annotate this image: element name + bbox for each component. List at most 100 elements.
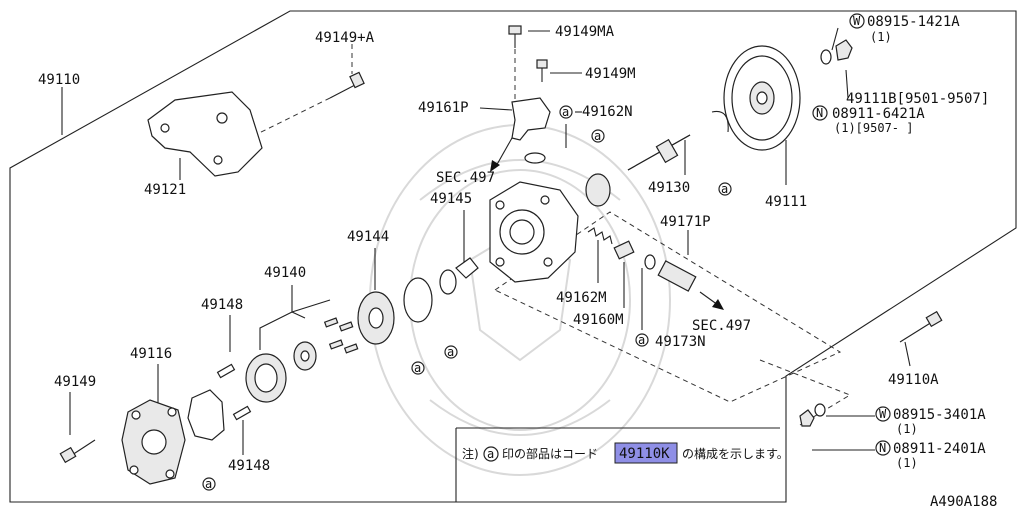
label-49149m: 49149M xyxy=(585,66,636,82)
arrow-head xyxy=(490,160,500,172)
leader-lines xyxy=(61,27,911,455)
label-49140: 49140 xyxy=(264,265,306,281)
spring-seal[interactable] xyxy=(455,257,479,279)
bolt-49110a[interactable] xyxy=(899,310,943,343)
w-symbol xyxy=(849,13,865,29)
bolt-49149[interactable] xyxy=(59,439,96,464)
label-49144: 49144 xyxy=(347,229,389,245)
label-49149: 49149 xyxy=(54,374,96,390)
label-49149ma: 49149MA xyxy=(555,24,615,40)
nut[interactable] xyxy=(799,409,815,427)
a-marker-letter: a xyxy=(594,129,601,143)
figure-id: A490A188 xyxy=(930,494,997,510)
label-08911-6421a-qty: (1)[9507- ] xyxy=(834,121,913,135)
assembly-boundary xyxy=(9,10,1017,503)
label-49130: 49130 xyxy=(648,180,690,196)
union-connector[interactable] xyxy=(657,260,697,292)
label-49149a: 49149+A xyxy=(315,30,375,46)
dowel-pin[interactable] xyxy=(232,405,252,421)
large-o-ring[interactable] xyxy=(403,277,433,323)
a-marker-letter: a xyxy=(638,333,645,347)
a-marker-letter: a xyxy=(205,477,212,491)
union-fitting[interactable] xyxy=(511,97,551,141)
label-sec497-right[interactable]: SEC.497 xyxy=(692,318,751,334)
o-ring[interactable] xyxy=(524,152,546,164)
label-49110: 49110 xyxy=(38,72,80,88)
label-49148-upper: 49148 xyxy=(201,297,243,313)
label-49161p: 49161P xyxy=(418,100,469,116)
label-08911-6421a: 08911-6421A xyxy=(832,106,925,122)
a-marker-letter: a xyxy=(414,361,421,375)
label-49116: 49116 xyxy=(130,346,172,362)
label-49160m: 49160M xyxy=(573,312,624,328)
label-08911-2401a: 08911-2401A xyxy=(893,441,986,457)
a-marker xyxy=(202,477,216,491)
nut[interactable] xyxy=(835,39,853,61)
rotor[interactable] xyxy=(293,341,317,371)
label-08915-3401a-qty: (1) xyxy=(896,422,918,436)
a-marker-letter: a xyxy=(562,105,569,119)
bolt-49149m[interactable] xyxy=(536,59,548,82)
a-marker-letter: a xyxy=(721,182,728,196)
note-box xyxy=(455,427,780,502)
label-08911-2401a-qty: (1) xyxy=(896,456,918,470)
dowel-pin[interactable] xyxy=(216,363,236,379)
bracket[interactable] xyxy=(147,91,263,177)
label-sec497-top[interactable]: SEC.497 xyxy=(436,170,495,186)
label-49121: 49121 xyxy=(144,182,186,198)
a-marker xyxy=(444,345,458,359)
label-49171p: 49171P xyxy=(660,214,711,230)
sec-arrow xyxy=(494,137,513,169)
end-plate[interactable] xyxy=(121,399,186,485)
gasket[interactable] xyxy=(187,389,225,441)
a-marker xyxy=(591,129,605,143)
note-code[interactable]: 49110K xyxy=(619,446,670,462)
shaft-seal[interactable] xyxy=(585,173,611,207)
cover-plate[interactable] xyxy=(357,291,395,345)
code-highlight xyxy=(614,442,678,464)
snap-ring[interactable] xyxy=(711,110,729,133)
pulley[interactable] xyxy=(723,45,801,151)
a-marker xyxy=(411,361,425,375)
flow-valve[interactable] xyxy=(613,240,635,260)
a-marker xyxy=(718,182,732,196)
note-text-end: の構成を示します。 xyxy=(682,447,789,461)
label-08915-3401a: 08915-3401A xyxy=(893,407,986,423)
label-49162n: 49162N xyxy=(582,104,633,120)
label-49111: 49111 xyxy=(765,194,807,210)
bracket-hole xyxy=(216,112,228,124)
a-marker xyxy=(635,333,649,347)
washer[interactable] xyxy=(820,49,832,65)
flow-spring[interactable] xyxy=(587,227,613,245)
a-marker xyxy=(559,105,573,119)
note-prefix: 注) xyxy=(462,446,479,461)
bracket-hole xyxy=(213,155,223,165)
sec-arrow xyxy=(699,291,719,306)
bracket-hole xyxy=(160,123,170,133)
drive-shaft[interactable] xyxy=(627,134,691,171)
washer[interactable] xyxy=(814,403,826,417)
n-symbol xyxy=(875,440,891,456)
a-marker-letter: a xyxy=(487,447,494,461)
label-08915-1421a-qty: (1) xyxy=(870,30,892,44)
n-symbol-letter: N xyxy=(879,441,886,455)
vanes[interactable] xyxy=(323,317,359,354)
n-symbol xyxy=(812,105,828,121)
cam-ring[interactable] xyxy=(245,353,287,403)
bolt-49149a[interactable] xyxy=(329,71,365,99)
w-symbol-letter: W xyxy=(853,14,861,28)
label-49145: 49145 xyxy=(430,191,472,207)
small-o-ring[interactable] xyxy=(439,269,457,295)
a-marker-letter: a xyxy=(447,345,454,359)
label-49110a: 49110A xyxy=(888,372,939,388)
pump-body[interactable] xyxy=(489,181,579,283)
bolt-49149ma[interactable] xyxy=(508,25,522,48)
valve-o-ring[interactable] xyxy=(644,254,656,270)
label-49173n: 49173N xyxy=(655,334,706,350)
note-text: 印の部品はコード xyxy=(502,446,598,461)
label-08915-1421a: 08915-1421A xyxy=(867,14,960,30)
arrow-head xyxy=(712,299,724,310)
label-49111b: 49111B[9501-9507] xyxy=(846,91,989,107)
w-symbol xyxy=(875,406,891,422)
a-marker xyxy=(483,446,499,462)
